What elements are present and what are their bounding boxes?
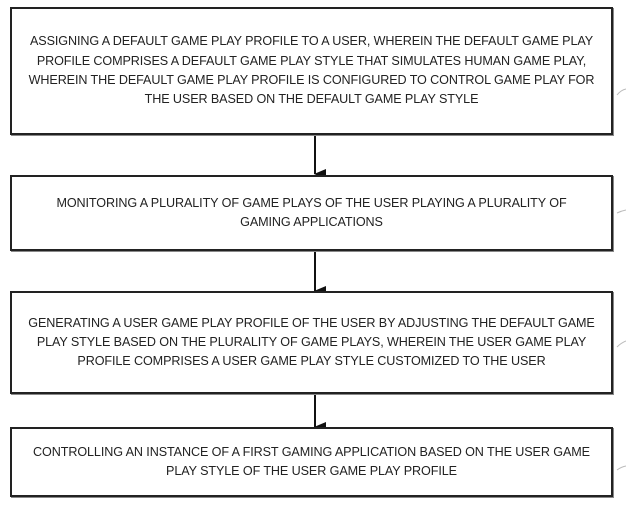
step-box-4: CONTROLLING AN INSTANCE OF A FIRST GAMIN… (10, 427, 613, 497)
reference-leader-4 (616, 465, 626, 471)
reference-leader-2 (616, 209, 626, 214)
step-text-2: MONITORING A PLURALITY OF GAME PLAYS OF … (56, 195, 567, 229)
reference-leader-1 (616, 88, 626, 96)
step-box-2: MONITORING A PLURALITY OF GAME PLAYS OF … (10, 175, 613, 251)
step-text-1: ASSIGNING A DEFAULT GAME PLAY PROFILE TO… (28, 34, 595, 107)
step-text-3: GENERATING A USER GAME PLAY PROFILE OF T… (28, 315, 595, 369)
reference-leader-3 (616, 340, 626, 348)
step-text-4: CONTROLLING AN INSTANCE OF A FIRST GAMIN… (33, 444, 590, 478)
step-box-1: ASSIGNING A DEFAULT GAME PLAY PROFILE TO… (10, 7, 613, 135)
step-box-3: GENERATING A USER GAME PLAY PROFILE OF T… (10, 291, 613, 394)
